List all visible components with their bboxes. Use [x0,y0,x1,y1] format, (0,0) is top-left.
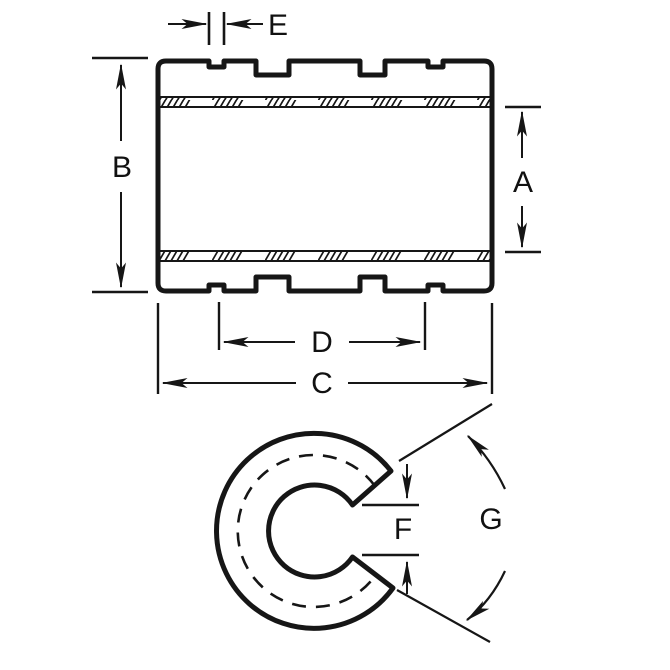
dimension-g-extension-lower [396,589,491,643]
dimension-a [505,105,541,254]
open-bushing-outline [214,430,396,631]
dimension-a-label: A [513,166,533,199]
dimension-b [92,56,148,294]
dimension-b-label: B [112,151,132,184]
dimension-g [396,403,506,643]
dimension-d [217,302,427,350]
ball-track-dashed-circle [236,453,377,609]
dimension-g-arc-lower [465,570,506,621]
dimension-e-label: E [268,9,288,42]
dimension-d-label: D [311,326,333,359]
bearing-side-view [155,58,495,294]
dimension-e [168,12,263,45]
dimension-g-extension-upper [398,403,493,462]
dimension-g-arc-upper [466,434,506,490]
bottom-seal-band [158,250,492,262]
dimension-c [156,303,494,394]
bushing-front-view [214,430,396,631]
dimension-f-label: F [394,513,412,546]
dimension-g-label: G [479,503,502,536]
dimension-c-label: C [311,367,333,400]
dimension-f [362,464,419,594]
top-seal-band [158,96,492,108]
bearing-body-outline [155,58,495,294]
